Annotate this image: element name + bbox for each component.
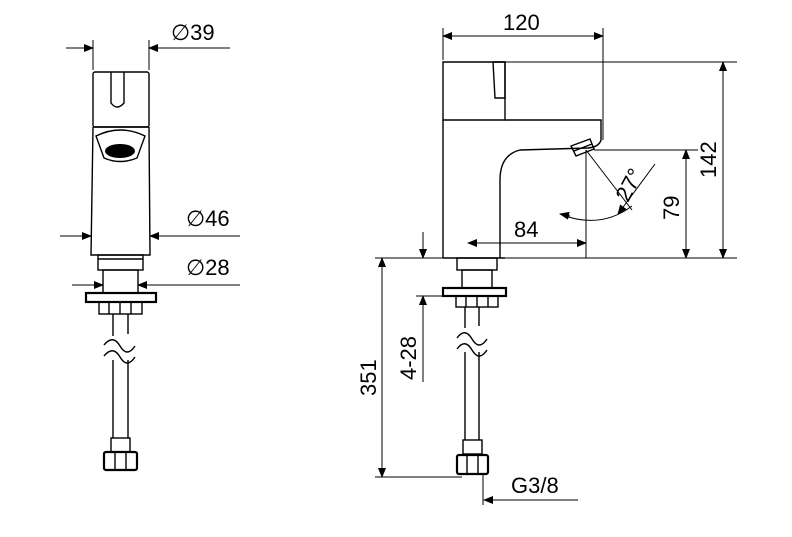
- side-shank: [461, 269, 493, 289]
- dim-height-142: 142: [696, 141, 721, 178]
- front-mounting-plate: [84, 291, 158, 304]
- front-break-mark-1: [103, 339, 136, 353]
- front-shank: [102, 269, 139, 294]
- dim-diameter-28: ∅28: [186, 255, 230, 280]
- front-hose-lower: [112, 360, 129, 438]
- side-mounting-plate: [441, 286, 508, 298]
- dim-thread-g38: G3/8: [511, 473, 559, 498]
- side-base-ring: [456, 257, 498, 271]
- front-fitting: [110, 437, 131, 453]
- dim-angle-27: 27°: [610, 164, 648, 205]
- front-lever-slot: [110, 72, 125, 108]
- side-lever-cap: [492, 61, 506, 99]
- side-dimensions: 120 142 79 27° 84 351 4-28 G3/8: [356, 10, 737, 505]
- dim-reach-84: 84: [514, 217, 538, 242]
- side-aerator: [570, 138, 595, 157]
- front-dimensions: ∅39 ∅46 ∅28: [60, 20, 240, 289]
- front-break-mark-2: [103, 350, 136, 364]
- dim-diameter-39: ∅39: [171, 20, 215, 45]
- side-break-mark-2: [456, 343, 488, 357]
- side-view: [441, 61, 602, 476]
- front-lever-block: [92, 71, 150, 128]
- side-break-mark-1: [456, 332, 488, 346]
- front-aerator: [105, 144, 135, 158]
- dim-length-351: 351: [356, 359, 381, 396]
- dim-range-4-28: 4-28: [396, 336, 421, 380]
- front-hose-upper: [112, 314, 129, 336]
- dim-width-120: 120: [503, 10, 540, 35]
- front-aerator-housing: [95, 129, 146, 163]
- side-fitting: [462, 439, 483, 455]
- side-hose-lower: [464, 352, 480, 440]
- front-view: [84, 71, 158, 472]
- front-thread-nut: [102, 450, 139, 472]
- dim-height-79: 79: [659, 196, 684, 220]
- angle-arc: [559, 205, 633, 221]
- side-thread-nut: [455, 453, 490, 476]
- side-lever: [442, 61, 506, 121]
- front-base-ring: [97, 254, 144, 271]
- dim-diameter-46: ∅46: [186, 206, 230, 231]
- side-body-spout: [442, 119, 602, 258]
- side-hose-upper: [464, 307, 480, 328]
